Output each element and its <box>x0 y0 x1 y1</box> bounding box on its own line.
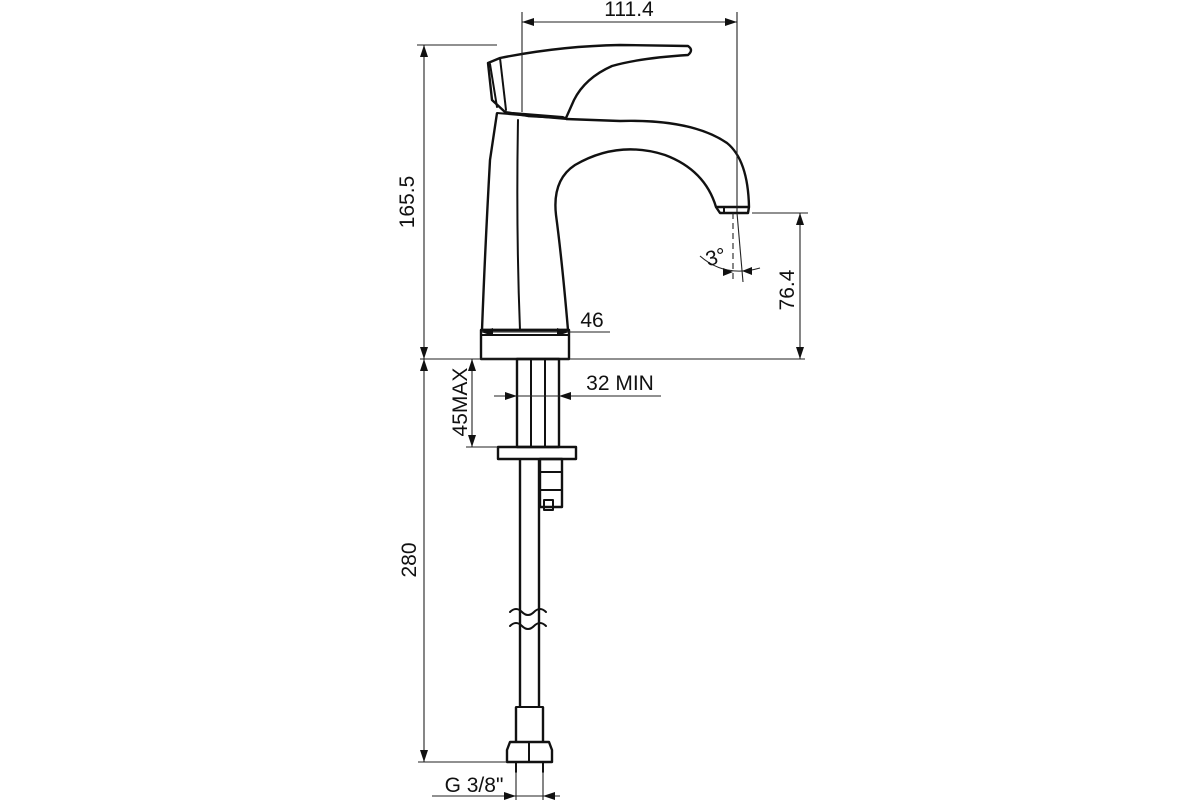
dim-connection-label: G 3/8" <box>445 774 504 797</box>
base-ring <box>479 328 571 361</box>
faucet-body <box>480 43 751 332</box>
dim-hose-length: 280 <box>398 359 507 763</box>
dim-outlet-height: 76.4 <box>752 212 808 359</box>
dim-hole-min-label: 32 MIN <box>586 372 654 395</box>
dim-hole-min: 32 MIN <box>494 372 661 400</box>
dim-deck-max: 45MAX <box>449 359 498 448</box>
dim-outlet-height-label: 76.4 <box>776 269 799 310</box>
dim-connection: G 3/8" <box>432 772 560 800</box>
dim-total-height-label: 165.5 <box>396 176 419 229</box>
mounting-parts <box>496 357 578 511</box>
dim-width-top: 111.4 <box>521 0 738 212</box>
dim-angle: 3° <box>699 212 761 283</box>
spout-outline <box>480 112 751 332</box>
handle-lever <box>486 43 693 120</box>
dim-hose-length-label: 280 <box>398 542 421 577</box>
supply-hose <box>505 459 554 773</box>
dim-base-diameter-label: 46 <box>580 309 603 332</box>
dim-angle-label: 3° <box>703 244 728 271</box>
dim-width-top-label: 111.4 <box>604 0 654 21</box>
dim-deck-max-label: 45MAX <box>449 368 472 437</box>
dim-base-diameter: 46 <box>481 309 610 336</box>
dim-total-height: 165.5 <box>396 44 497 359</box>
